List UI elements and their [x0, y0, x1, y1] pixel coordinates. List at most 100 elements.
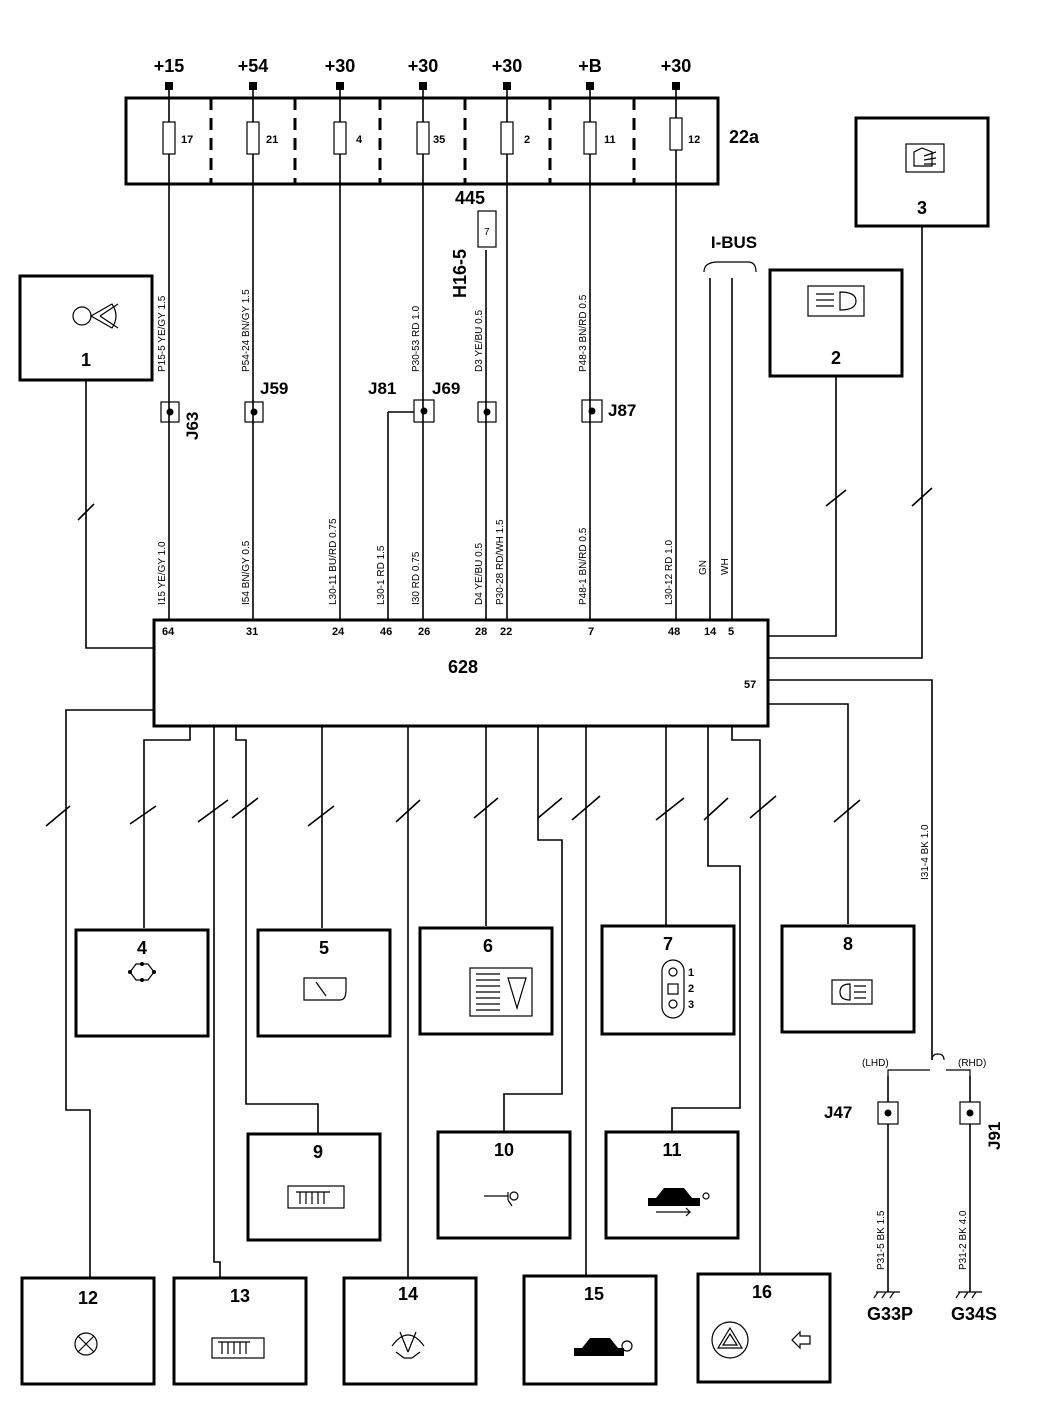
wire-label: I54 BN/GY 0.5	[241, 540, 252, 605]
component-number: 8	[843, 934, 853, 954]
pin: 24	[332, 626, 345, 638]
wire-label: P54-24 BN/GY 1.5	[241, 289, 252, 372]
rear-window-heater-icon	[469, 967, 533, 1017]
component-number: 9	[313, 1142, 323, 1162]
pin: 28	[475, 626, 487, 638]
fusebox-label: 22a	[729, 127, 760, 147]
wire-label: I15 YE/GY 1.0	[157, 541, 168, 605]
component-2: 2	[768, 268, 904, 378]
connector-label: 445	[455, 188, 485, 208]
fuse-1: +15 17	[154, 56, 193, 155]
bulb-icon	[74, 1332, 98, 1356]
component-15: 15	[522, 1274, 658, 1386]
fuse-4: +30 35	[408, 56, 445, 155]
component-number: 7	[663, 934, 673, 954]
wire-label: P15-5 YE/GY 1.5	[157, 295, 168, 372]
fusebox: 22a +15 17 +54 21 +30 4 +30 35 +30	[124, 56, 760, 186]
component-14: 14	[342, 1276, 478, 1386]
junction-label: J59	[260, 379, 288, 398]
component-number: 10	[494, 1140, 514, 1160]
fuse-2: +54 21	[238, 56, 278, 155]
junction-j63: J63	[160, 401, 202, 440]
headlight-level-icon	[807, 285, 865, 317]
junction-label: J63	[183, 412, 202, 440]
component-number: 1	[81, 350, 91, 370]
mirror-icon	[303, 977, 347, 1001]
pin: 26	[418, 626, 430, 638]
variant-rhd: (RHD)	[958, 1058, 986, 1069]
terminal-label: +54	[238, 56, 269, 76]
junction-label: J87	[608, 401, 636, 420]
pin: 57	[744, 679, 756, 691]
variant-lhd: (LHD)	[862, 1058, 889, 1069]
car-alarm-icon	[648, 1188, 710, 1217]
component-16: 16	[696, 1272, 832, 1384]
component-number: 14	[398, 1284, 418, 1304]
fuse-5: +30 2	[492, 56, 530, 155]
component-number: 16	[752, 1282, 772, 1302]
component-number: 2	[831, 348, 841, 368]
junction-label: J69	[432, 379, 460, 398]
control-unit-label: 628	[448, 657, 478, 677]
light-switch-icon: 1 2 3	[661, 959, 694, 1019]
terminal-label: +30	[661, 56, 692, 76]
fuse-3: +30 4	[325, 56, 363, 155]
component-6: 6	[418, 926, 554, 1036]
component-number: 4	[137, 938, 147, 958]
seat-heater-icon	[287, 1185, 345, 1209]
control-unit-628: 628 64 31 24 46 26 28 22 7 48 14 5 57	[152, 618, 770, 728]
component-10: 10	[436, 1130, 572, 1240]
fan-icon	[72, 303, 119, 329]
component-13: 13	[172, 1276, 308, 1386]
wire-label: P48-3 BN/RD 0.5	[578, 294, 589, 372]
terminal-label: +15	[154, 56, 185, 76]
hazard-icon	[711, 1321, 749, 1359]
wire-label: P48-1 BN/RD 0.5	[578, 527, 589, 605]
junction-j47: J47	[824, 1101, 899, 1125]
pin: 31	[246, 626, 258, 638]
pin: 64	[162, 626, 175, 638]
fuse-number: 17	[181, 134, 193, 146]
component-number: 11	[662, 1140, 681, 1160]
component-1: 1	[18, 274, 154, 382]
component-number: 3	[917, 198, 927, 218]
pin: 14	[704, 626, 717, 638]
pin: 22	[500, 626, 512, 638]
arrow-left-icon	[791, 1330, 811, 1350]
fuse-number: 21	[266, 134, 278, 146]
fuse-number: 11	[604, 134, 616, 146]
ground-label: G34S	[951, 1304, 997, 1324]
heated-screen-icon	[211, 1337, 265, 1359]
wire-label: L30-1 RD 1.5	[376, 545, 387, 605]
car-lock-icon	[574, 1338, 633, 1356]
pin: 46	[380, 626, 392, 638]
fuse-7: +30 12	[661, 56, 700, 151]
wire-label: P30-53 RD 1.0	[411, 305, 422, 372]
junction-j69: J69	[432, 379, 497, 423]
terminal-label: +B	[578, 56, 602, 76]
pin: 7	[588, 626, 594, 638]
ground-g33p: G33P	[867, 1291, 913, 1324]
switch-position: 3	[688, 999, 694, 1011]
junction-j81: J81	[368, 379, 435, 423]
switch-position: 1	[688, 967, 694, 979]
wire-label: WH	[720, 558, 731, 575]
fuse-number: 2	[524, 134, 530, 146]
component-number: 12	[78, 1288, 98, 1308]
component-3: 3	[854, 116, 990, 228]
wire-label: I30 RD 0.75	[411, 551, 422, 605]
wire-label: L30-11 BU/RD 0.75	[328, 518, 339, 605]
foglight-icon	[905, 143, 945, 173]
junction-label: J91	[985, 1122, 1004, 1150]
component-number: 5	[319, 938, 329, 958]
wiper-icon	[391, 1331, 425, 1359]
connector-445: 445 7 H16-5	[450, 188, 497, 298]
wire-label: GN	[698, 560, 709, 575]
component-7: 7 1 2 3	[600, 924, 736, 1036]
component-number: 6	[483, 936, 493, 956]
junction-label: J47	[824, 1103, 852, 1122]
fuse-number: 4	[356, 134, 363, 146]
switch-position: 2	[688, 983, 694, 995]
